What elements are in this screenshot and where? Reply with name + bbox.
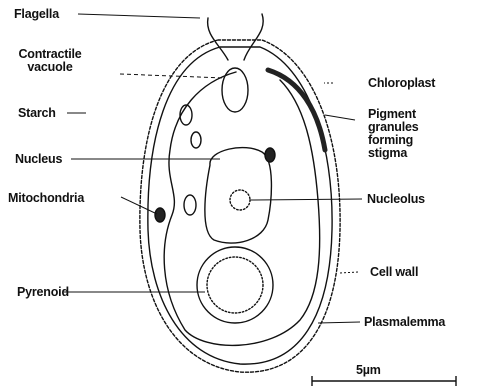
- scale-bar: [312, 376, 456, 386]
- leader-cell-wall: [340, 272, 358, 273]
- starch-grain: [191, 132, 201, 148]
- label-contractile-vacuole: Contractile vacuole: [10, 48, 90, 74]
- label-scale-bar: 5µm: [356, 364, 381, 377]
- label-nucleus: Nucleus: [15, 153, 62, 166]
- leader-stigma: [325, 115, 355, 120]
- label-pigment-granules: Pigment granules forming stigma: [368, 108, 430, 160]
- mitochondrion: [265, 148, 275, 162]
- nucleolus-shape: [230, 190, 250, 210]
- label-flagella: Flagella: [14, 8, 59, 21]
- label-pyrenoid: Pyrenoid: [17, 286, 69, 299]
- flagellum-right: [244, 14, 263, 60]
- leader-plasmalemma: [318, 322, 360, 323]
- label-chloroplast: Chloroplast: [368, 77, 435, 90]
- label-plasmalemma: Plasmalemma: [364, 316, 445, 329]
- mitochondrion: [184, 195, 196, 215]
- starch-grain: [180, 105, 192, 125]
- pyrenoid-shape: [197, 247, 273, 323]
- mitochondrion: [155, 208, 165, 222]
- chloroplast-boundary: [164, 72, 320, 345]
- contractile-vacuole-shape: [222, 68, 248, 112]
- label-starch: Starch: [18, 107, 56, 120]
- pyrenoid-inner: [207, 257, 263, 313]
- flagellum-left: [208, 18, 228, 60]
- leader-nucleolus: [250, 199, 362, 200]
- label-cell-wall: Cell wall: [370, 266, 418, 279]
- nucleus-outline: [205, 148, 272, 244]
- leader-mitochondria: [121, 197, 157, 214]
- stigma-shape: [268, 70, 325, 150]
- label-nucleolus: Nucleolus: [367, 193, 425, 206]
- label-mitochondria: Mitochondria: [8, 192, 84, 205]
- leader-flagella: [78, 14, 200, 18]
